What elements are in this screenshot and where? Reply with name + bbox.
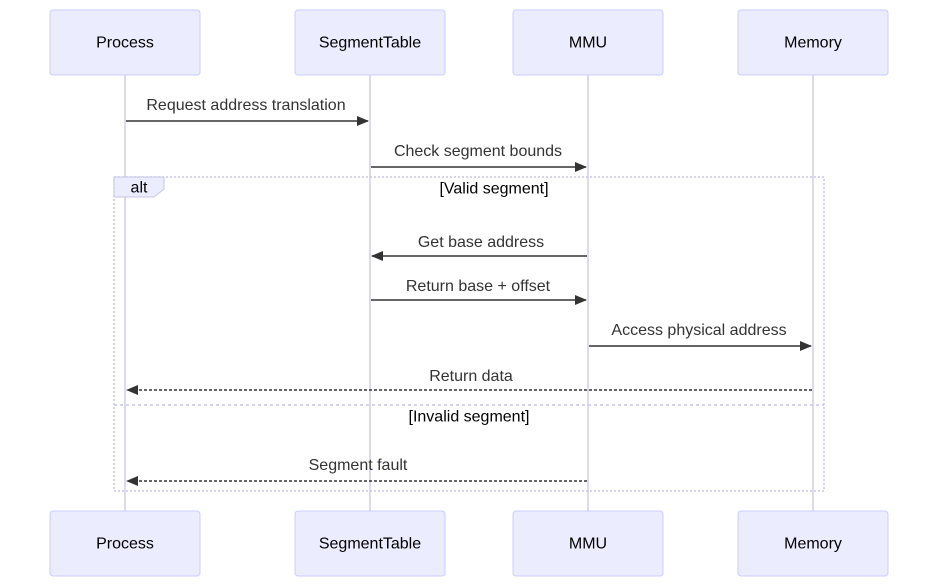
message-label-access-physical-address: Access physical address bbox=[611, 322, 786, 339]
message-label-segment-fault: Segment fault bbox=[309, 457, 408, 474]
actors-top: Process SegmentTable MMU Memory bbox=[49, 9, 889, 76]
message-label-check-segment-bounds: Check segment bounds bbox=[394, 143, 562, 160]
actor-label: Process bbox=[96, 536, 154, 553]
lifelines bbox=[124, 75, 814, 511]
actor-label: SegmentTable bbox=[319, 536, 421, 553]
actor-process-bottom[interactable]: Process bbox=[49, 510, 201, 577]
actor-label: MMU bbox=[569, 35, 607, 52]
message-label-return-data: Return data bbox=[429, 368, 513, 385]
alt-fragment: alt [Valid segment] [Invalid segment] bbox=[113, 176, 825, 492]
actor-segmenttable-top[interactable]: SegmentTable bbox=[294, 9, 446, 76]
actor-label: SegmentTable bbox=[319, 35, 421, 52]
message-label-request-address-translation: Request address translation bbox=[146, 97, 345, 114]
actor-memory-bottom[interactable]: Memory bbox=[737, 510, 889, 577]
alt-condition-valid: [Valid segment] bbox=[439, 181, 548, 198]
messages: Request address translation Check segmen… bbox=[126, 97, 812, 486]
alt-condition-invalid: [Invalid segment] bbox=[409, 409, 530, 426]
actor-label: Memory bbox=[784, 536, 842, 553]
actors-bottom: Process SegmentTable MMU Memory bbox=[49, 510, 889, 577]
actor-label: Process bbox=[96, 35, 154, 52]
message-label-return-base-offset: Return base + offset bbox=[406, 278, 551, 295]
actor-segmenttable-bottom[interactable]: SegmentTable bbox=[294, 510, 446, 577]
actor-label: MMU bbox=[569, 536, 607, 553]
actor-mmu-bottom[interactable]: MMU bbox=[512, 510, 664, 577]
actor-memory-top[interactable]: Memory bbox=[737, 9, 889, 76]
alt-fragment-tag-label: alt bbox=[131, 180, 148, 197]
actor-process-top[interactable]: Process bbox=[49, 9, 201, 76]
message-label-get-base-address: Get base address bbox=[418, 234, 544, 251]
actor-label: Memory bbox=[784, 35, 842, 52]
alt-fragment-tag bbox=[113, 176, 165, 198]
actor-mmu-top[interactable]: MMU bbox=[512, 9, 664, 76]
